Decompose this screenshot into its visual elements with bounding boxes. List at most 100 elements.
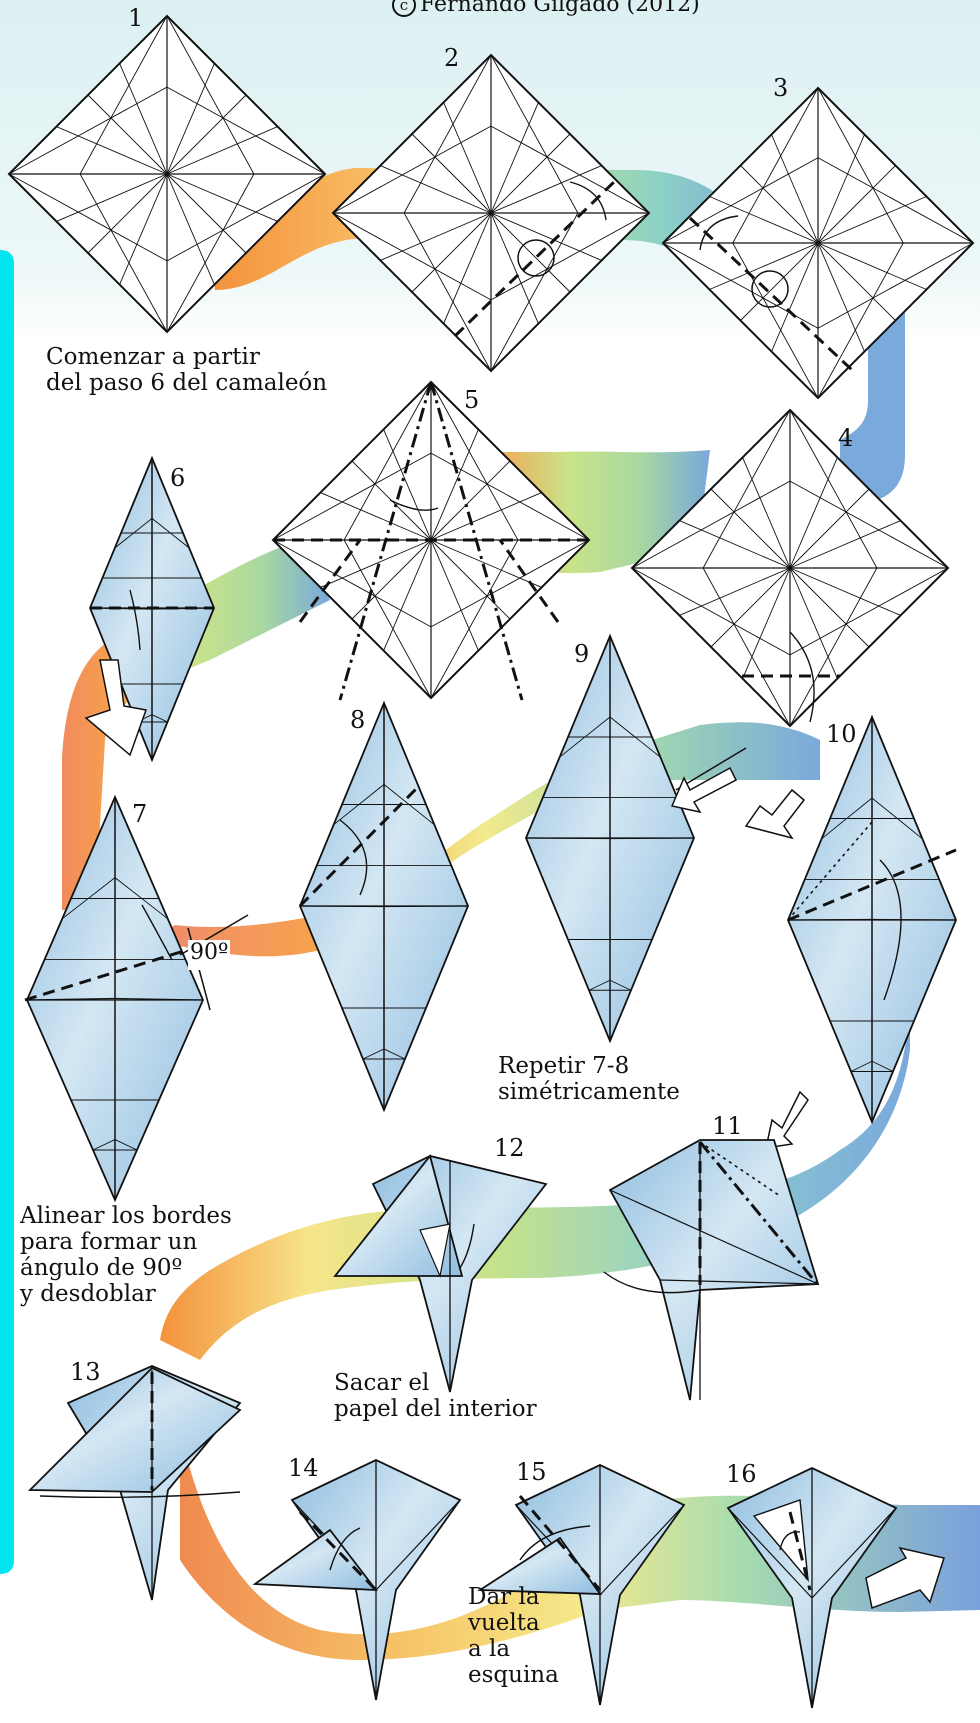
crease: [151, 714, 168, 723]
crease: [119, 63, 168, 175]
crease: [817, 157, 974, 244]
crease: [87, 173, 168, 254]
annotations: [179, 914, 249, 1011]
crease: [679, 520, 791, 569]
crease: [8, 173, 168, 262]
copyright-icon: c: [392, 0, 416, 17]
crease: [490, 212, 539, 324]
paper-inner: [419, 1223, 451, 1279]
crease: [817, 87, 904, 244]
crease: [362, 1048, 385, 1060]
diagram-step-8: [299, 700, 469, 1113]
diagram-step-2: [331, 53, 651, 373]
fold-arrow: [329, 1527, 361, 1571]
crease: [79, 15, 168, 175]
valley-fold-line: [518, 1495, 602, 1591]
step-number-9: 9: [574, 640, 590, 668]
crease: [299, 905, 385, 908]
fold-arrow: [459, 1223, 475, 1269]
fold-arrow: [779, 1531, 801, 1551]
crease: [383, 905, 469, 908]
crease: [789, 567, 901, 616]
step-number-12: 12: [494, 1134, 525, 1162]
crease: [525, 837, 611, 840]
crease: [332, 125, 492, 214]
pointer-line: [675, 747, 747, 791]
valley-fold-line: [788, 1511, 812, 1591]
crease: [789, 488, 870, 569]
fold-arrow: [569, 181, 607, 221]
ribbon-5: [180, 1430, 980, 1660]
side-bar: [0, 250, 14, 1574]
caption-step-15: Dar la vuelta a la esquina: [468, 1584, 559, 1688]
crease: [789, 520, 901, 569]
crease: [490, 212, 650, 301]
crease: [710, 567, 791, 648]
white-arrow: [765, 1090, 809, 1149]
crease: [631, 567, 791, 656]
crease: [430, 460, 511, 541]
crease: [272, 539, 432, 628]
crease: [383, 784, 435, 826]
crease: [114, 877, 169, 920]
crease: [710, 488, 791, 569]
crease: [166, 173, 326, 262]
crease: [430, 539, 479, 651]
crease: [343, 539, 432, 699]
crease: [411, 212, 492, 293]
crease: [490, 102, 539, 214]
crease: [817, 242, 927, 290]
diagram-step-4: [630, 408, 950, 728]
crease: [114, 1139, 138, 1151]
diagram-step-3: [661, 86, 975, 400]
white-arrow: [865, 1546, 945, 1610]
crease: [443, 102, 492, 214]
crease: [166, 63, 215, 175]
crease: [430, 539, 590, 628]
crease: [403, 54, 492, 214]
step-number-16: 16: [726, 1460, 757, 1488]
white-arrow: [670, 766, 737, 814]
crease: [92, 1139, 116, 1151]
crease: [166, 173, 215, 285]
diagram-step-1: [7, 14, 327, 334]
crease: [817, 165, 896, 244]
crease: [79, 173, 168, 333]
ribbon-3: [150, 722, 820, 957]
crease: [383, 1048, 406, 1060]
diagram-step-11: [608, 1139, 820, 1401]
crease: [490, 165, 602, 214]
diagram-step-15: [514, 1464, 686, 1706]
crease: [732, 242, 819, 399]
reference-circle: [517, 239, 555, 277]
crease: [662, 157, 819, 244]
reference-circle: [751, 270, 789, 308]
caption-step-7: Alinear los bordes para formar un ángulo…: [20, 1203, 232, 1307]
valley-fold-line: [24, 944, 201, 1002]
step-number-2: 2: [444, 44, 460, 72]
crease: [702, 409, 791, 569]
crease: [443, 212, 492, 324]
crease: [789, 567, 838, 679]
crease: [742, 567, 791, 679]
crease: [871, 918, 957, 921]
paper-flap: [27, 1366, 242, 1493]
fold-arrow: [699, 215, 739, 251]
crease: [8, 86, 168, 175]
crease: [789, 480, 949, 569]
crease: [26, 997, 116, 1001]
fold-arrow: [879, 859, 902, 1001]
ribbon-1b: [840, 300, 905, 505]
fold-arrow: [141, 904, 173, 961]
crease: [272, 452, 432, 541]
step-number-13: 13: [70, 1358, 101, 1386]
crease: [599, 1504, 685, 1596]
angle-label: 90º: [190, 940, 229, 965]
crease: [871, 797, 923, 840]
step-number-8: 8: [350, 706, 366, 734]
crease: [742, 457, 791, 569]
crease: [490, 212, 571, 293]
crease: [631, 480, 791, 569]
crease: [490, 212, 579, 372]
step-number-3: 3: [773, 74, 789, 102]
